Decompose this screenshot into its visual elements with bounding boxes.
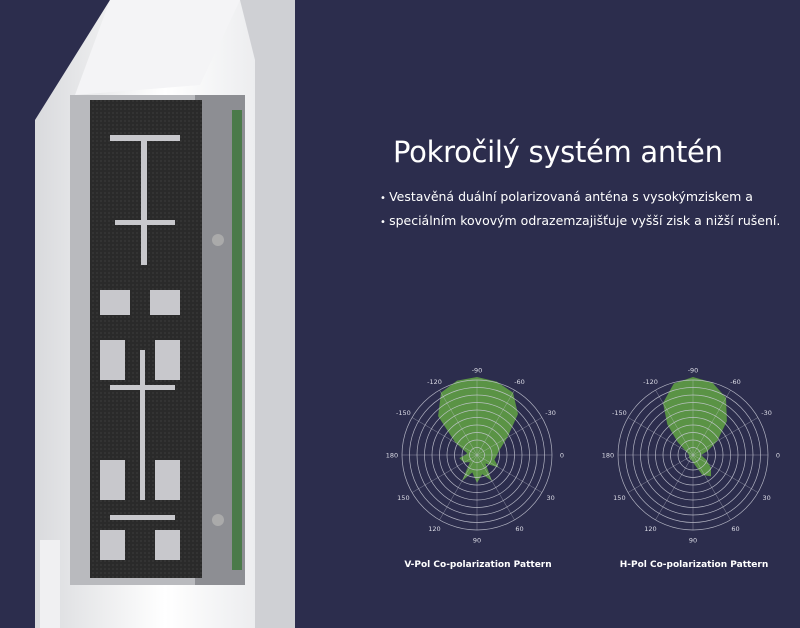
radiation-lobe <box>663 377 727 477</box>
radiation-lobe <box>438 377 518 483</box>
angle-tick-label: 0 <box>560 452 564 460</box>
antenna-device-image <box>35 0 295 628</box>
grid-spoke <box>655 389 694 456</box>
feature-item: Vestavěná duální polarizovaná anténa s v… <box>380 186 780 210</box>
grid-spoke <box>692 454 759 493</box>
h-pol-caption: H-Pol Co-polarization Pattern <box>619 560 769 570</box>
h-pol-pattern-chart: -90 -60 -30 0 30 60 90 120 150 180 -150 -120 <box>602 367 780 545</box>
grid-spoke <box>476 417 543 456</box>
v-pol-caption: V-Pol Co-polarization Pattern <box>404 560 552 570</box>
angle-tick-label: -120 <box>643 378 658 386</box>
v-pol-pattern-chart: -90 -60 -30 0 30 60 90 120 150 180 -150 -120 <box>386 367 564 545</box>
angle-tick-label: 150 <box>613 494 625 502</box>
grid-spoke <box>439 454 478 521</box>
grid-spoke <box>692 417 759 456</box>
grid-spoke <box>411 454 478 493</box>
grid-spoke <box>627 454 694 493</box>
grid-spoke <box>411 417 478 456</box>
angle-tick-label: -150 <box>396 409 411 417</box>
angle-tick-label: 180 <box>602 452 614 460</box>
grid-spoke <box>476 454 543 493</box>
grid-spoke <box>692 454 731 521</box>
angle-tick-label: 90 <box>689 537 697 545</box>
angle-tick-label: -90 <box>688 367 699 375</box>
angle-tick-label: 180 <box>386 452 398 460</box>
page-title: Pokročilý systém antén <box>393 135 723 169</box>
angle-tick-label: 30 <box>762 494 770 502</box>
angle-tick-label: -60 <box>514 378 525 386</box>
feature-list: Vestavěná duální polarizovaná anténa s v… <box>380 186 780 234</box>
angle-tick-label: -90 <box>472 367 483 375</box>
angle-tick-label: -30 <box>761 409 772 417</box>
angle-tick-label: -30 <box>545 409 556 417</box>
angle-tick-label: 150 <box>397 494 409 502</box>
grid-spoke <box>692 389 731 456</box>
angle-tick-label: 0 <box>776 452 780 460</box>
angle-tick-label: -120 <box>427 378 442 386</box>
grid-spoke <box>627 417 694 456</box>
angle-tick-label: 30 <box>546 494 554 502</box>
feature-item: speciálním kovovým odrazemzajišťuje vyšš… <box>380 210 780 234</box>
angle-tick-label: 60 <box>515 525 523 533</box>
angle-tick-label: 90 <box>473 537 481 545</box>
angle-tick-label: 120 <box>428 525 440 533</box>
angle-tick-label: 60 <box>731 525 739 533</box>
grid-spoke <box>476 454 515 521</box>
angle-tick-label: 120 <box>644 525 656 533</box>
angle-tick-label: -150 <box>612 409 627 417</box>
angle-tick-label: -60 <box>730 378 741 386</box>
grid-spoke <box>476 389 515 456</box>
grid-spoke <box>439 389 478 456</box>
grid-spoke <box>655 454 694 521</box>
